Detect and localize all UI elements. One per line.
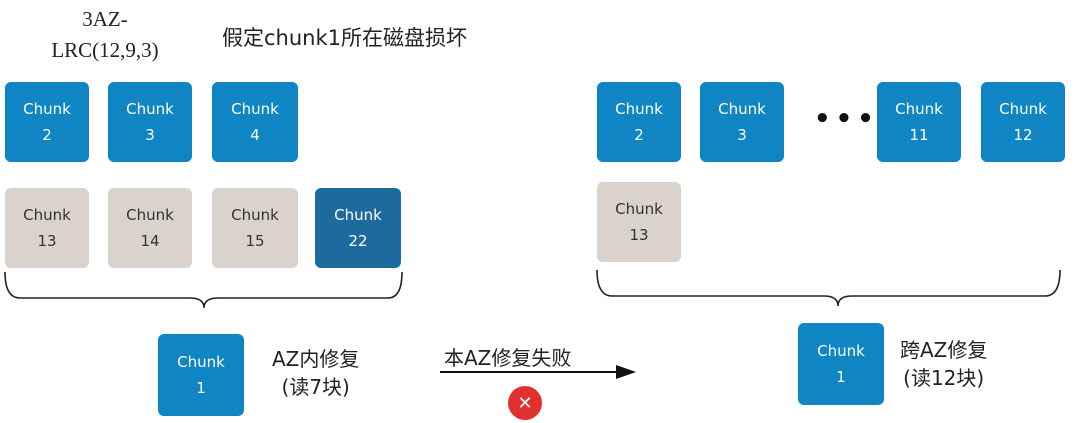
chunk-label: Chunk bbox=[23, 100, 71, 118]
chunk-label: Chunk bbox=[126, 206, 174, 224]
chunk-number: 4 bbox=[250, 126, 260, 144]
right-group-brace bbox=[596, 269, 1061, 307]
cross-az-repair-title: 跨AZ修复 bbox=[900, 338, 988, 362]
chunk-2-right: Chunk 2 bbox=[597, 82, 681, 162]
chunk-22-left: Chunk 22 bbox=[315, 188, 401, 268]
chunk-number: 1 bbox=[836, 368, 846, 386]
chunk-number: 11 bbox=[909, 126, 929, 144]
fail-x-icon: ✕ bbox=[508, 386, 542, 420]
chunk-13-right: Chunk 13 bbox=[597, 182, 681, 262]
arrow-label: 本AZ修复失败 bbox=[444, 346, 572, 370]
chunk-12-right: Chunk 12 bbox=[981, 82, 1065, 162]
chunk-number: 12 bbox=[1013, 126, 1033, 144]
chunk-number: 13 bbox=[629, 226, 649, 244]
chunk-number: 13 bbox=[37, 232, 57, 250]
chunk-label: Chunk bbox=[999, 100, 1047, 118]
chunk-number: 14 bbox=[140, 232, 160, 250]
chunk-label: Chunk bbox=[895, 100, 943, 118]
cross-az-repair-label: 跨AZ修复 (读12块) bbox=[900, 336, 987, 392]
chunk-label: Chunk bbox=[817, 342, 865, 360]
ellipsis-dots: ••• bbox=[814, 104, 879, 134]
chunk-14-left: Chunk 14 bbox=[108, 188, 192, 268]
chunk-number: 2 bbox=[42, 126, 52, 144]
chunk-label: Chunk bbox=[23, 206, 71, 224]
chunk-1-left-target: Chunk 1 bbox=[158, 334, 244, 416]
left-group-brace bbox=[4, 271, 403, 309]
chunk-4-left: Chunk 4 bbox=[212, 82, 298, 162]
chunk-label: Chunk bbox=[334, 206, 382, 224]
chunk-label: Chunk bbox=[177, 353, 225, 371]
cross-az-repair-count: (读12块) bbox=[903, 366, 985, 390]
chunk-1-right-target: Chunk 1 bbox=[798, 323, 884, 405]
chunk-number: 2 bbox=[634, 126, 644, 144]
code-label: 3AZ- LRC(12,9,3) bbox=[30, 4, 180, 66]
code-label-line-1: 3AZ- bbox=[82, 7, 128, 31]
code-label-line-2: LRC(12,9,3) bbox=[51, 38, 159, 62]
chunk-label: Chunk bbox=[718, 100, 766, 118]
fail-x-glyph: ✕ bbox=[517, 392, 533, 414]
chunk-number: 3 bbox=[737, 126, 747, 144]
chunk-15-left: Chunk 15 bbox=[212, 188, 298, 268]
local-repair-title: AZ内修复 bbox=[272, 347, 360, 371]
assumption-title: 假定chunk1所在磁盘损坏 bbox=[222, 26, 467, 50]
local-repair-label: AZ内修复 (读7块) bbox=[272, 345, 359, 401]
local-repair-count: (读7块) bbox=[281, 375, 350, 399]
chunk-label: Chunk bbox=[615, 200, 663, 218]
chunk-label: Chunk bbox=[231, 100, 279, 118]
chunk-label: Chunk bbox=[615, 100, 663, 118]
chunk-3-right: Chunk 3 bbox=[700, 82, 784, 162]
right-arrow-icon bbox=[440, 365, 636, 379]
chunk-2-left: Chunk 2 bbox=[5, 82, 89, 162]
chunk-3-left: Chunk 3 bbox=[108, 82, 192, 162]
chunk-label: Chunk bbox=[231, 206, 279, 224]
chunk-11-right: Chunk 11 bbox=[877, 82, 961, 162]
chunk-number: 15 bbox=[245, 232, 265, 250]
chunk-13-left: Chunk 13 bbox=[5, 188, 89, 268]
chunk-number: 22 bbox=[348, 232, 368, 250]
chunk-number: 1 bbox=[196, 379, 206, 397]
chunk-number: 3 bbox=[145, 126, 155, 144]
chunk-label: Chunk bbox=[126, 100, 174, 118]
